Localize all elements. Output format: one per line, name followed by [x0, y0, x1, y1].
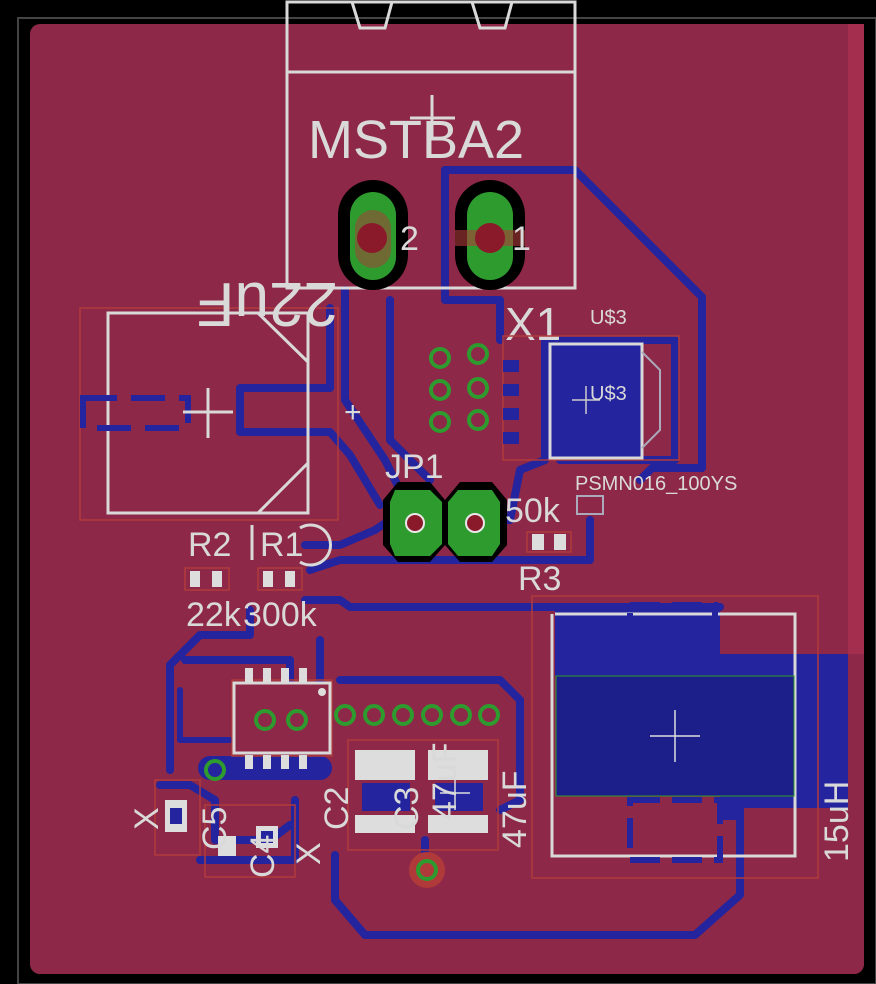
traces: [156, 166, 744, 939]
jumper-jp1: JP1: [383, 448, 507, 562]
u3-body-label: U$3: [590, 383, 627, 405]
connector-label: MSTBA2: [308, 110, 524, 170]
r1-value: 300k: [243, 596, 318, 634]
x-label-a: X: [128, 807, 166, 830]
board-outline: [17, 17, 876, 984]
x1-via-array: X1: [429, 298, 561, 433]
copper-pour-right-strip: [848, 24, 864, 654]
r1-label: R1: [260, 526, 303, 564]
mosfet-body-pad: [548, 343, 642, 459]
resistor-r3: 50k R3: [505, 492, 604, 598]
connector-mstba2: MSTBA2: [285, 0, 577, 290]
r3-label: R3: [518, 560, 561, 598]
c4-label: C4: [244, 835, 282, 878]
jp1-label: JP1: [385, 448, 444, 486]
pin1-label: 1: [512, 220, 531, 258]
x1-label: X1: [505, 298, 561, 350]
via-bottom: [409, 852, 445, 888]
via-row: [204, 704, 500, 888]
cap-22uf-label: 22uF: [197, 269, 338, 338]
c2-label: C2: [318, 787, 356, 830]
capacitors-c2-c3: C2 C3 47uF 47uF: [318, 739, 534, 851]
plus-label: +: [344, 396, 362, 429]
pin2-label: 2: [400, 220, 419, 258]
pad-1-drill: [475, 223, 505, 253]
inductor-label: 15uH: [818, 781, 856, 862]
capacitors-c4-c5: X C5 C4 X: [128, 779, 328, 878]
u3-top-label: U$3: [590, 307, 627, 329]
c5-label: C5: [196, 807, 234, 850]
c3-value: 47uF: [426, 743, 464, 821]
mosfet-u3: U$3 U$3 PSMN016_100YS: [502, 307, 737, 495]
r50k-label: 50k: [505, 492, 561, 530]
r2-label: R2: [188, 526, 231, 564]
connector-pads: 2 1: [338, 180, 531, 290]
inductor-15uh: 15uH: [531, 595, 856, 879]
pad-2-drill: [357, 223, 387, 253]
capacitor-22uf: 22uF +: [79, 269, 362, 521]
x-label-b: X: [290, 842, 328, 865]
mosfet-part-label: PSMN016_100YS: [575, 473, 737, 495]
c3-label: C3: [388, 787, 426, 830]
regulator-ic: [231, 668, 333, 769]
resistors-r1-r2: R2 R1 22k 300k: [184, 523, 332, 634]
c2-value: 47uF: [496, 771, 534, 849]
copper-pour-lower-right: [744, 820, 864, 974]
r2-value: 22k: [186, 596, 242, 634]
